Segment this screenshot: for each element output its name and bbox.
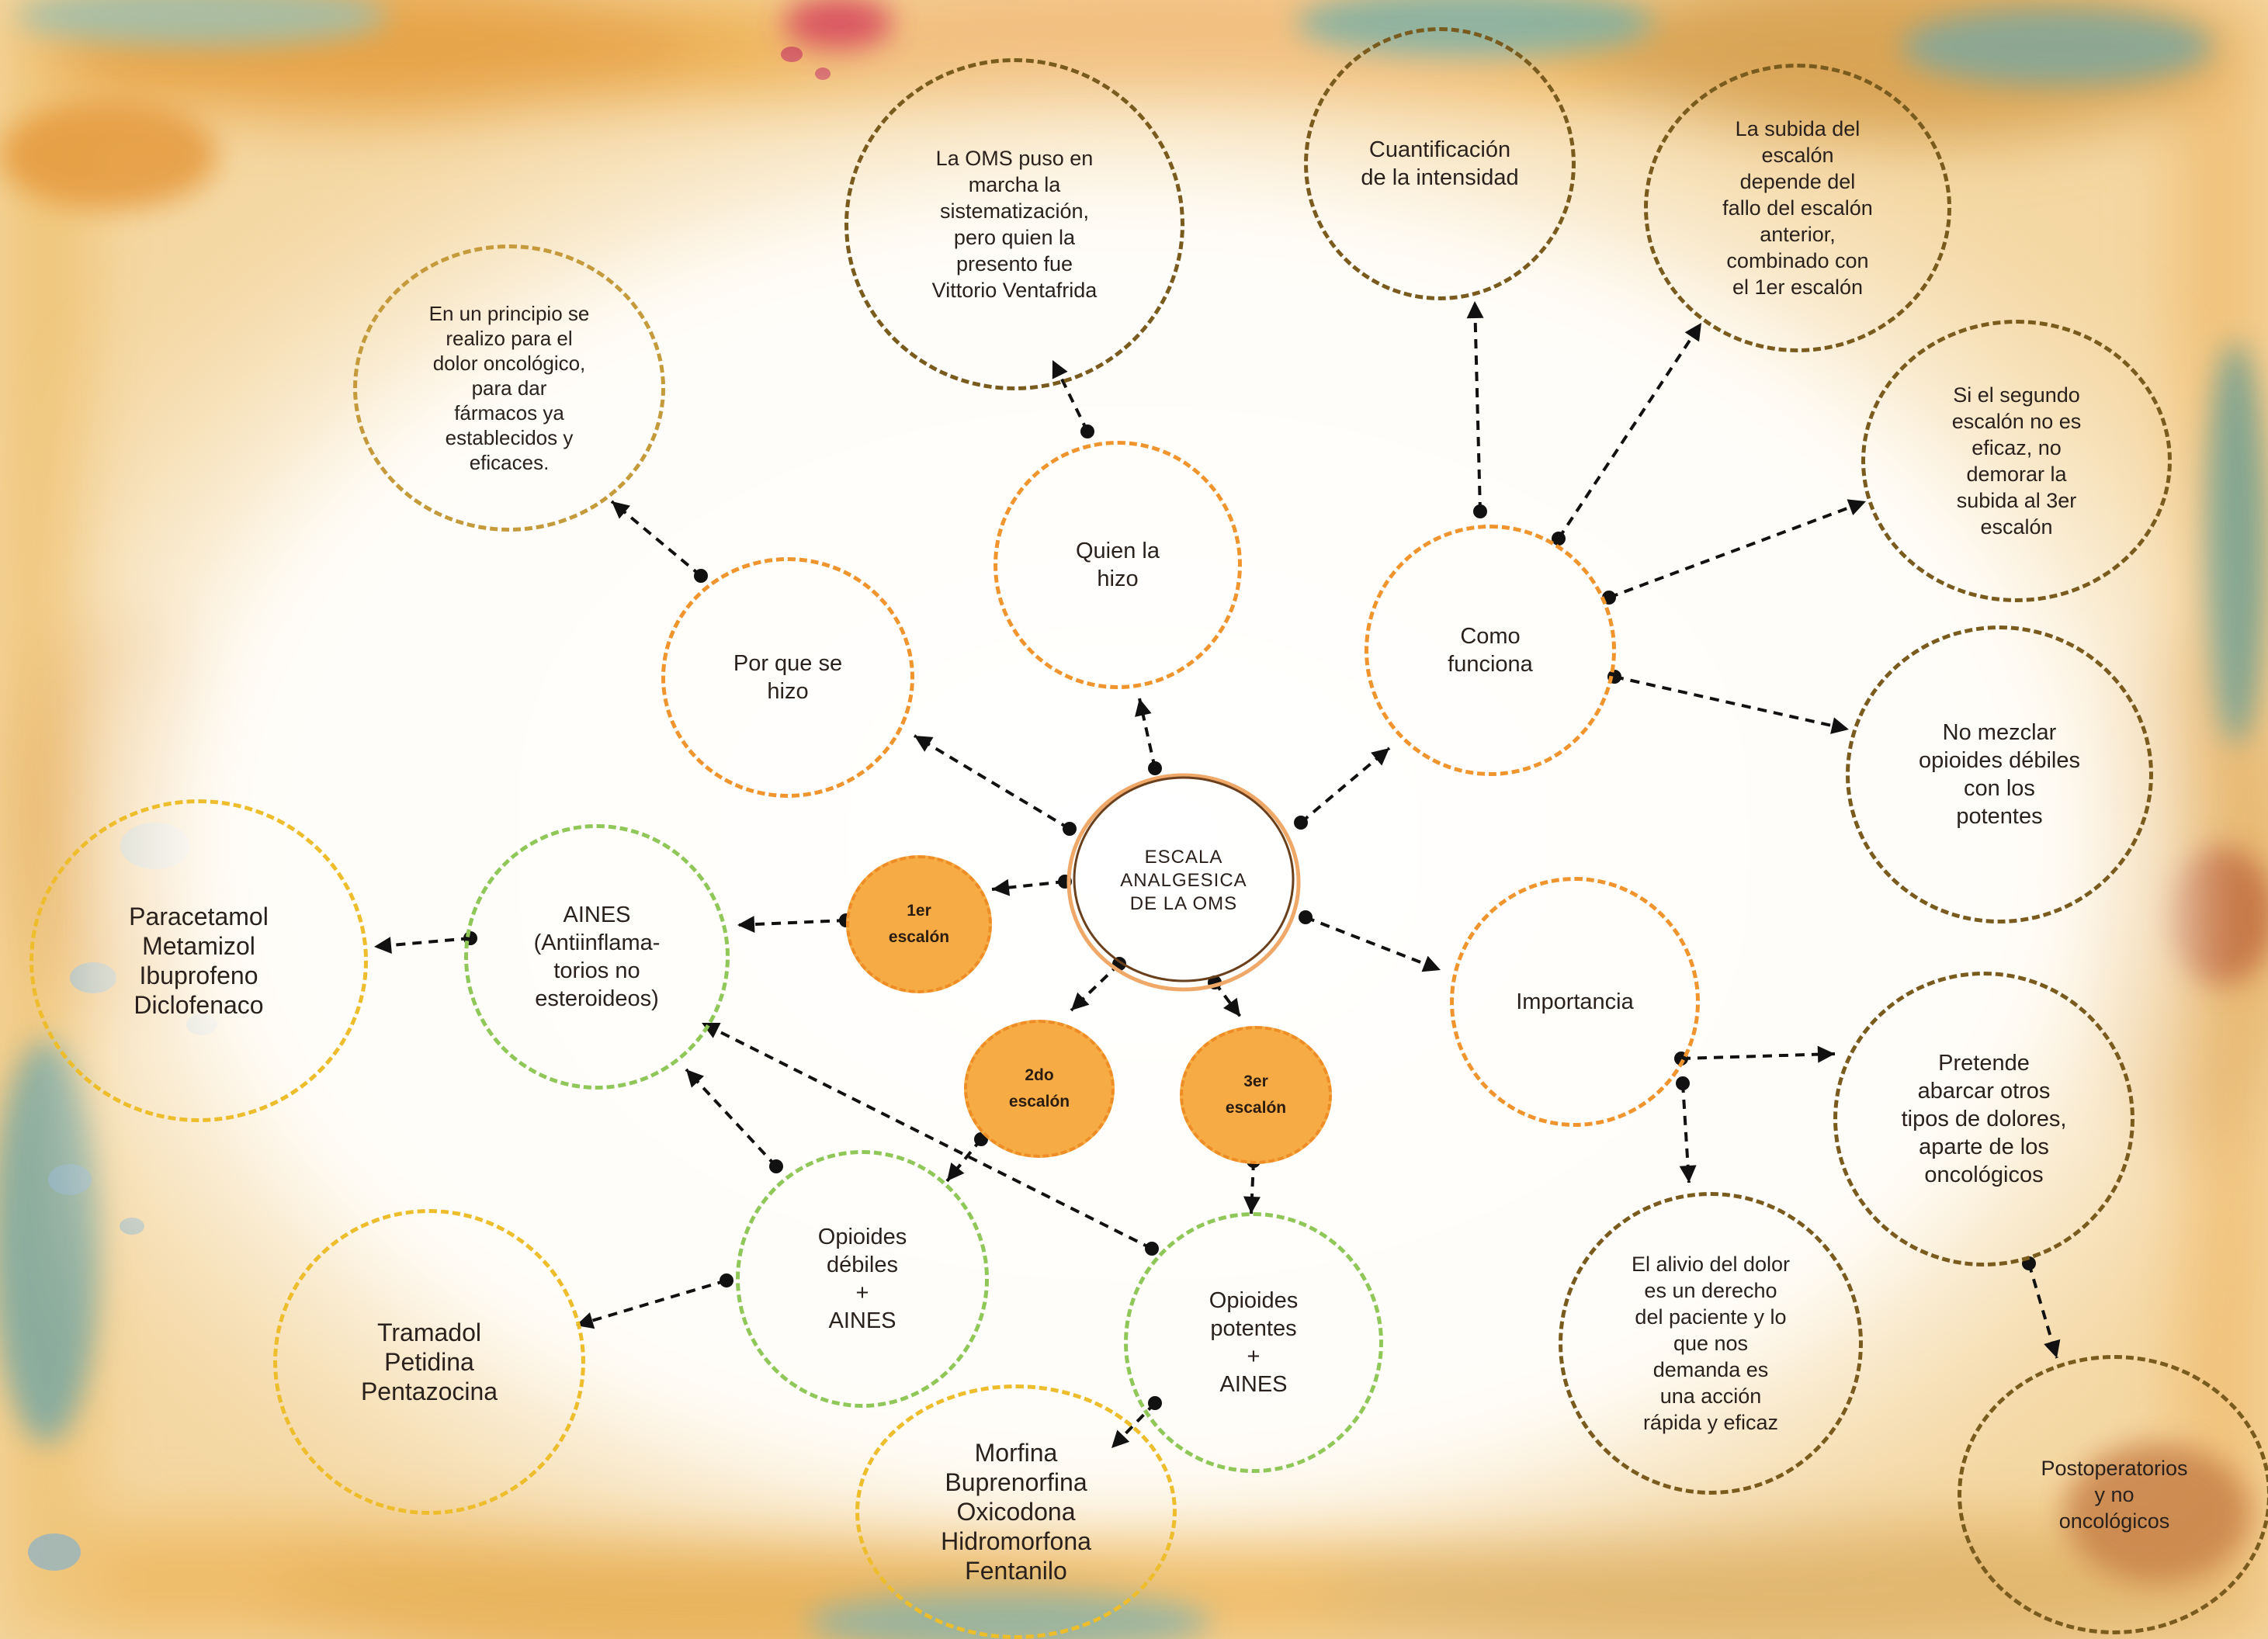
step-3-circle: 3er escalón	[1180, 1026, 1332, 1164]
node-quien-detail: La OMS puso en marcha la sistematización…	[844, 58, 1184, 390]
node-por-que-detail: En un principio se realizo para el dolor…	[353, 244, 665, 532]
node-cuantificacion: Cuantificación de la intensidad	[1304, 27, 1576, 300]
link-como-segundo	[1602, 499, 1867, 605]
link-step1-aines	[737, 913, 853, 934]
link-center-importancia	[1299, 910, 1441, 972]
node-importancia: Importancia	[1450, 877, 1700, 1127]
center-rings	[1066, 773, 1301, 992]
link-aines-list	[373, 931, 477, 955]
link-pretende-postoperatorios	[2022, 1256, 2061, 1359]
step-2-circle: 2do escalón	[964, 1020, 1115, 1158]
node-por-que-se-hizo: Por que se hizo	[661, 557, 914, 798]
step-1-circle: 1er escalón	[846, 855, 992, 993]
node-quien-la-hizo: Quien la hizo	[994, 441, 1242, 689]
node-alivio-dolor: El alivio del dolor es un derecho del pa…	[1559, 1192, 1863, 1495]
node-pretende: Pretende abarcar otros tipos de dolores,…	[1833, 972, 2134, 1266]
node-potentes-list: Morfina Buprenorfina Oxicodona Hidromorf…	[855, 1384, 1177, 1639]
center-label: ESCALA ANALGESICA DE LA OMS	[1120, 847, 1247, 914]
link-porque-detail	[610, 500, 708, 583]
node-debiles-list: Tramadol Petidina Pentazocina	[273, 1209, 585, 1515]
node-postoperatorios: Postoperatorios y no oncológicos	[1958, 1355, 2268, 1634]
link-center-porque	[913, 734, 1077, 836]
link-center-step1	[991, 875, 1072, 896]
link-opioides-debiles-aines	[685, 1068, 783, 1173]
node-como-funciona: Como funciona	[1365, 525, 1616, 776]
node-opioides-potentes: Opioides potentes + AINES	[1124, 1212, 1383, 1473]
node-subida-escalon: La subida del escalón depende del fallo …	[1644, 64, 1951, 352]
link-center-quien	[1135, 698, 1162, 775]
node-aines: AINES (Antiinflama- torios no esteroideo…	[464, 824, 730, 1090]
node-segundo-escalon: Si el segundo escalón no es eficaz, no d…	[1861, 320, 2172, 602]
node-aines-list: Paracetamol Metamizol Ibuprofeno Diclofe…	[29, 799, 368, 1122]
link-center-como	[1294, 747, 1391, 830]
link-step2-debiles	[945, 1132, 988, 1183]
link-importancia-pretende	[1674, 1045, 1836, 1066]
link-importancia-alivio	[1676, 1076, 1697, 1183]
link-debiles-list	[575, 1273, 733, 1329]
link-como-subida	[1552, 321, 1703, 546]
node-no-mezclar: No mezclar opioides débiles con los pote…	[1846, 625, 2153, 923]
center-node: ESCALA ANALGESICA DE LA OMS	[1063, 768, 1304, 993]
link-como-cuantificacion	[1466, 300, 1487, 518]
link-como-nomezclar	[1607, 670, 1850, 734]
node-opioides-debiles: Opioides débiles + AINES	[736, 1150, 989, 1408]
